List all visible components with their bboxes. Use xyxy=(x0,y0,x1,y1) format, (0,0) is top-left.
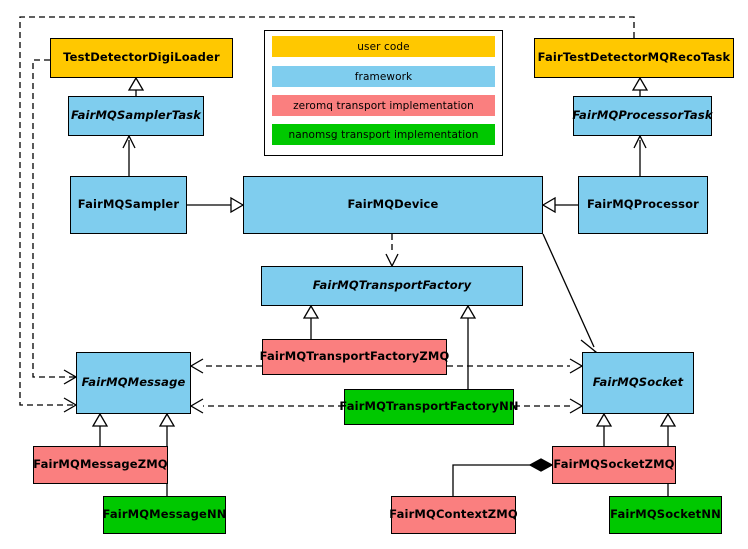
class-node-fairmqsocketnn[interactable]: FairMQSocketNN xyxy=(609,496,722,534)
edge-transportfactoryzmq-to-socket xyxy=(447,358,584,374)
class-label: FairMQSampler xyxy=(77,197,180,212)
legend-label-user-code: user code xyxy=(357,40,410,53)
edge-processortask-to-recotask xyxy=(631,76,649,96)
edge-messagezmq-to-message xyxy=(91,412,109,446)
legend-item-zeromq: zeromq transport implementation xyxy=(272,95,495,116)
class-node-testdetectordigiloader[interactable]: TestDetectorDigiLoader xyxy=(50,38,233,78)
class-label: FairMQTransportFactoryZMQ xyxy=(259,349,450,364)
edge-processor-to-processortask xyxy=(633,134,647,176)
class-node-fairmqmessagezmq[interactable]: FairMQMessageZMQ xyxy=(33,446,168,484)
class-label: FairMQProcessor xyxy=(587,197,699,212)
class-label: TestDetectorDigiLoader xyxy=(63,50,220,65)
class-node-fairmqsocket[interactable]: FairMQSocket xyxy=(582,352,694,414)
edge-sampler-to-samplertask xyxy=(122,134,136,176)
class-node-fairtestdetectormqrecotask[interactable]: FairTestDetectorMQRecoTask xyxy=(534,38,734,78)
class-node-fairmqcontextzmq[interactable]: FairMQContextZMQ xyxy=(389,496,518,534)
edge-transportfactoryzmq-to-message xyxy=(189,358,262,374)
class-label: FairTestDetectorMQRecoTask xyxy=(537,50,731,65)
class-node-fairmqmessagenn[interactable]: FairMQMessageNN xyxy=(103,496,226,534)
class-node-fairmqmessage[interactable]: FairMQMessage xyxy=(76,352,191,414)
class-label: FairMQContextZMQ xyxy=(389,507,518,522)
class-label: FairMQSocketZMQ xyxy=(553,457,675,472)
edge-contextzmq-to-socketzmq xyxy=(452,458,554,496)
edge-processor-to-device xyxy=(541,196,578,214)
legend-item-user-code: user code xyxy=(272,36,495,57)
edge-device-to-transportfactory xyxy=(385,234,399,268)
class-node-fairmqsocketzmq[interactable]: FairMQSocketZMQ xyxy=(552,446,676,484)
legend-item-framework: framework xyxy=(272,66,495,87)
legend-label-zeromq: zeromq transport implementation xyxy=(293,99,474,112)
class-label: FairMQMessageNN xyxy=(102,507,227,522)
class-label: FairMQSocket xyxy=(592,375,684,390)
edge-transportfactorynn-to-message xyxy=(189,398,344,414)
legend-label-framework: framework xyxy=(354,70,413,83)
class-node-fairmqprocessortask[interactable]: FairMQProcessorTask xyxy=(572,96,713,136)
class-node-fairmqtransportfactory[interactable]: FairMQTransportFactory xyxy=(261,266,523,306)
edge-device-to-socket xyxy=(542,233,598,356)
edge-transportfactoryzmq-to-transportfactory xyxy=(302,304,320,339)
class-node-fairmqsamplertask[interactable]: FairMQSamplerTask xyxy=(68,96,204,136)
class-label: FairMQSocketNN xyxy=(610,507,721,522)
class-node-fairmqprocessor[interactable]: FairMQProcessor xyxy=(578,176,708,234)
class-label: FairMQProcessorTask xyxy=(572,108,713,123)
edge-sampler-to-device xyxy=(187,196,245,214)
edge-socketzmq-to-socket xyxy=(595,412,613,446)
edge-samplertask-to-digiloader xyxy=(127,76,145,96)
edge-transportfactorynn-to-transportfactory xyxy=(459,304,477,389)
class-label: FairMQMessageZMQ xyxy=(33,457,168,472)
class-label: FairMQTransportFactory xyxy=(312,278,472,293)
edge-transportfactorynn-to-socket xyxy=(514,398,584,414)
legend-label-nanomsg: nanomsg transport implementation xyxy=(288,128,479,141)
class-node-fairmqtransportfactoryzmq[interactable]: FairMQTransportFactoryZMQ xyxy=(259,339,450,375)
class-node-fairmqsampler[interactable]: FairMQSampler xyxy=(70,176,187,234)
legend-item-nanomsg: nanomsg transport implementation xyxy=(272,124,495,145)
class-node-fairmqdevice[interactable]: FairMQDevice xyxy=(243,176,543,234)
class-label: FairMQTransportFactoryNN xyxy=(339,399,519,414)
class-label: FairMQSamplerTask xyxy=(70,108,202,123)
class-node-fairmqtransportfactorynn[interactable]: FairMQTransportFactoryNN xyxy=(339,389,519,425)
class-label: FairMQDevice xyxy=(347,197,439,212)
class-label: FairMQMessage xyxy=(81,375,186,390)
